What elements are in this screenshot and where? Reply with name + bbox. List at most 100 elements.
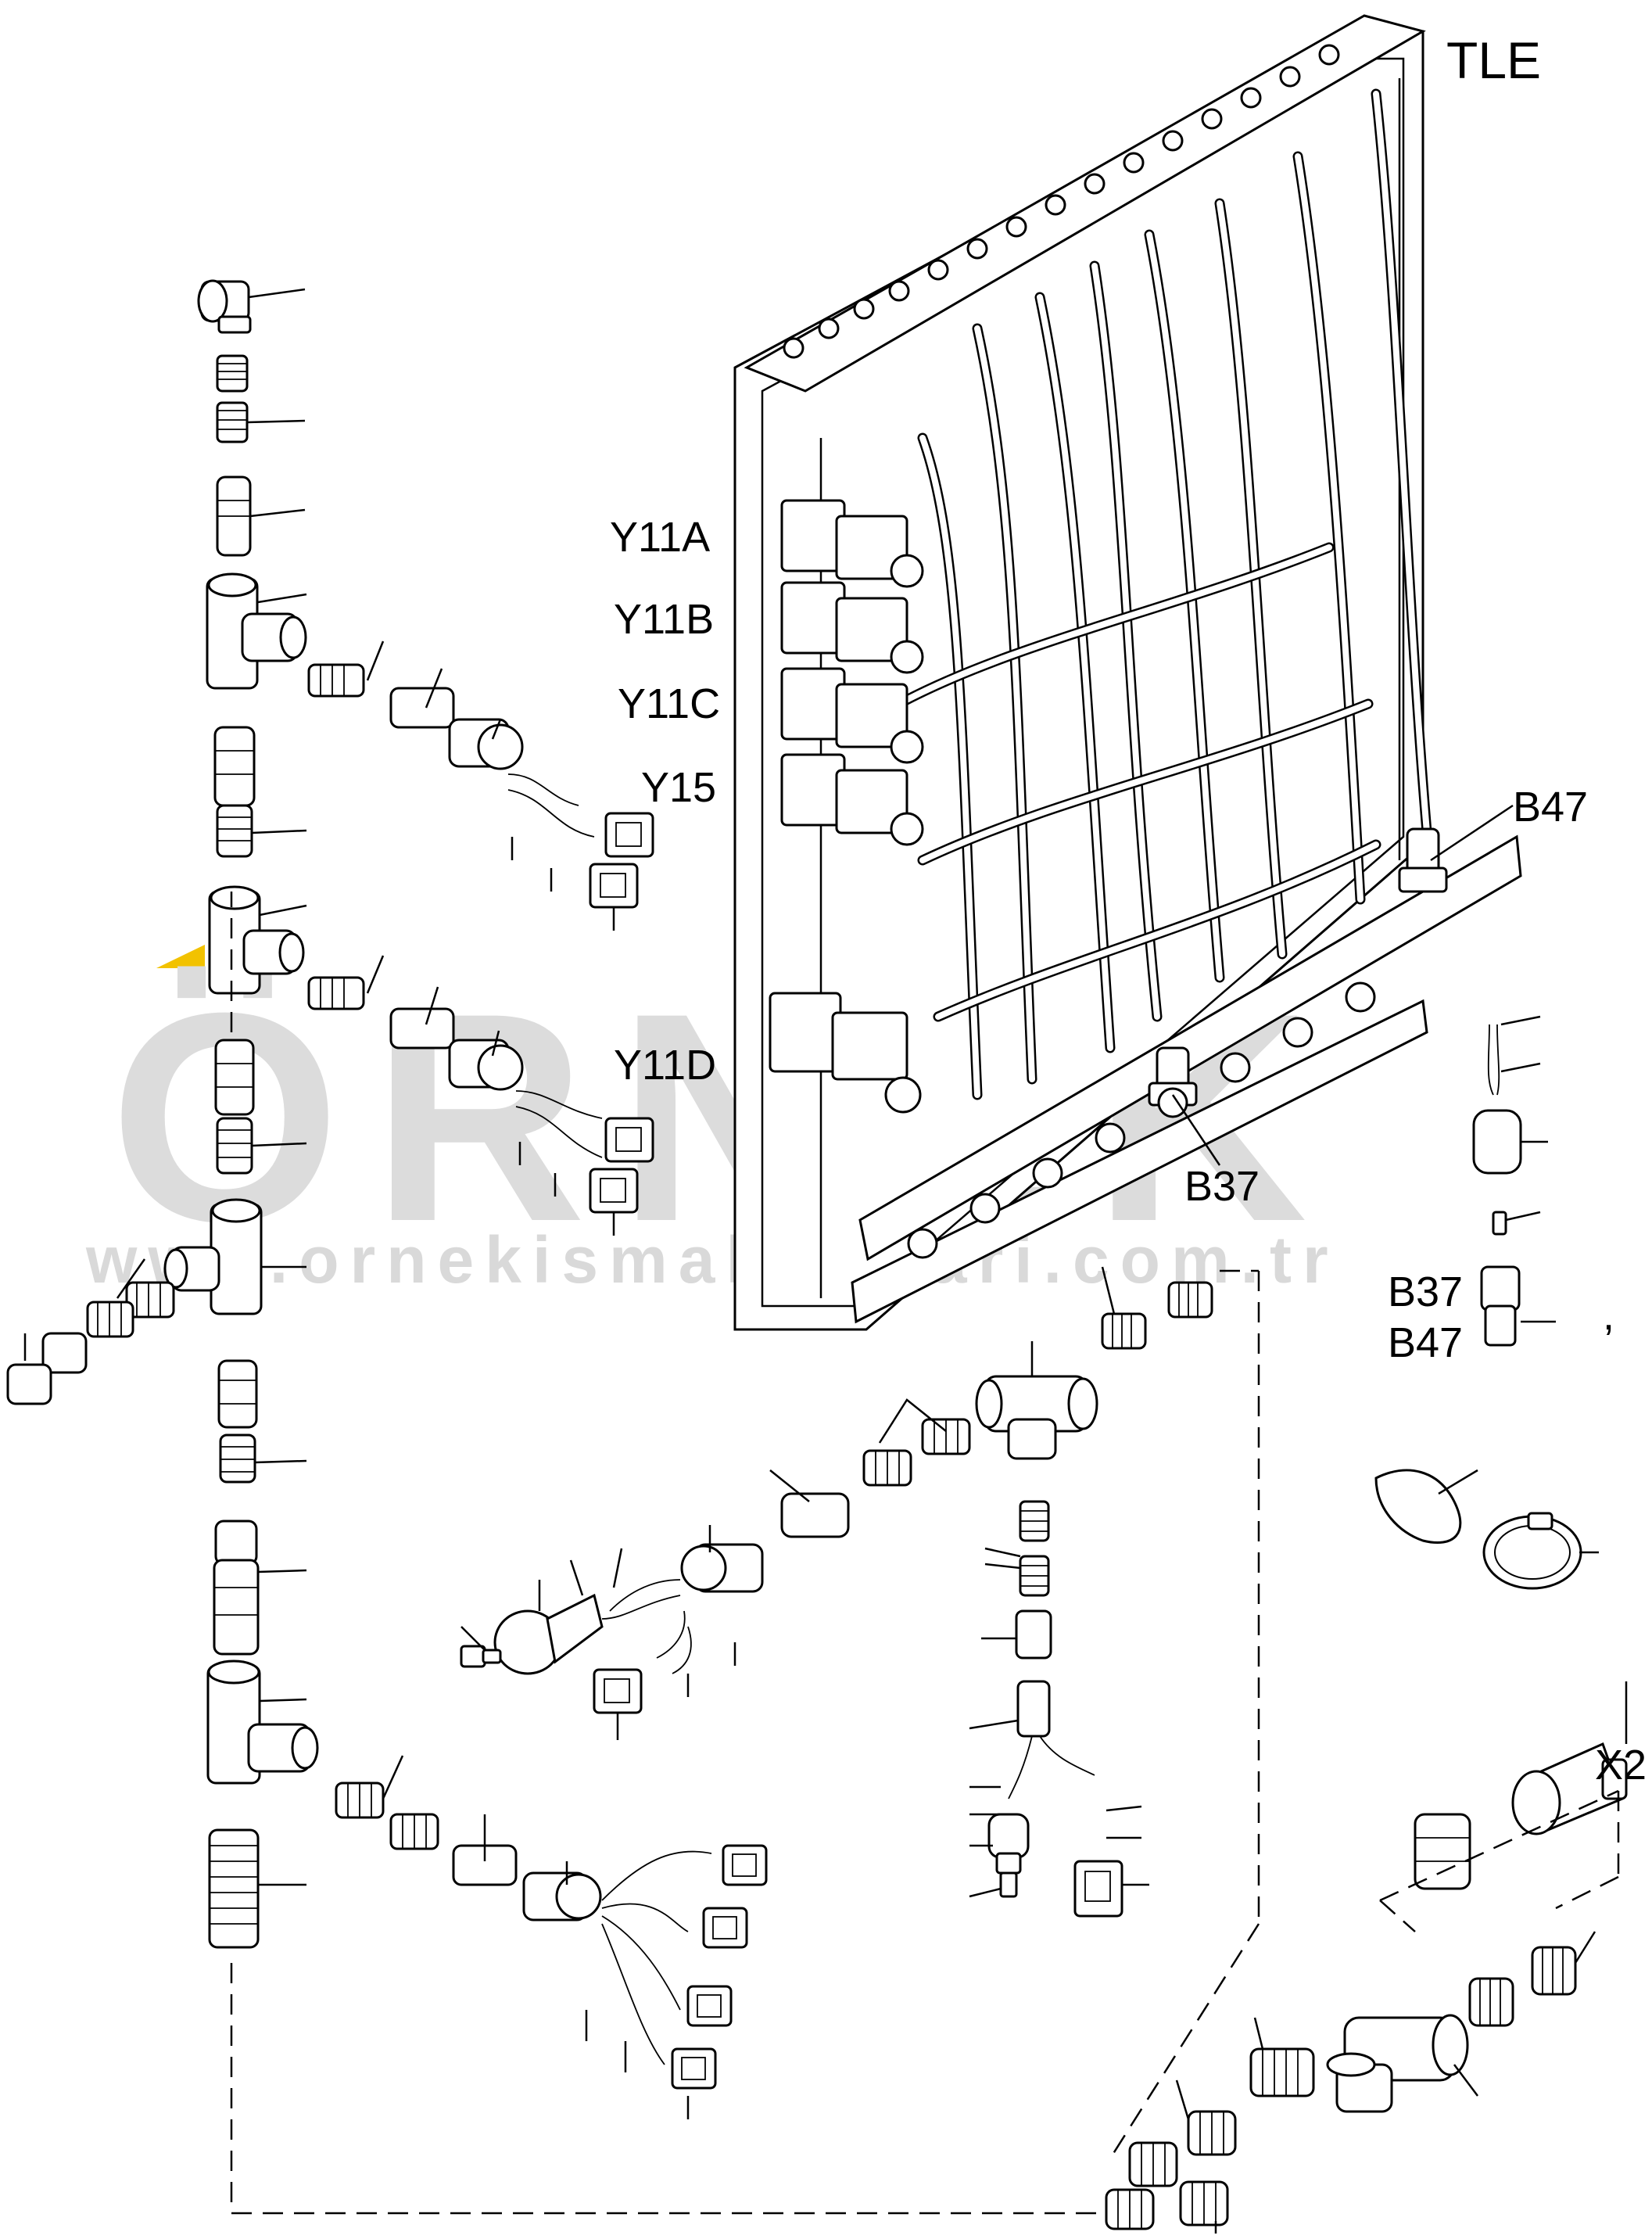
connector-label-x2: X2	[1595, 1742, 1647, 1789]
spring-fitting[interactable]	[389, 1813, 439, 1850]
inset-label-b37: B37	[1388, 1268, 1463, 1315]
solenoid-valve-y11c[interactable]	[780, 667, 924, 764]
spring-fitting[interactable]	[862, 1449, 912, 1487]
spring-fitting[interactable]	[86, 1301, 134, 1338]
pressure-sensor[interactable]	[987, 1813, 1030, 1898]
connector-plug[interactable]	[593, 1668, 643, 1714]
spring-fitting[interactable]	[1531, 1946, 1577, 1996]
tee-fitting[interactable]	[1326, 2014, 1469, 2113]
x2-connector-assembly	[1105, 1681, 1628, 2234]
nut-fitting[interactable]	[680, 1543, 764, 1593]
spring-fitting[interactable]	[216, 401, 249, 443]
tee-fitting[interactable]	[975, 1375, 1098, 1460]
valve-label-y11a: Y11A	[610, 514, 710, 561]
spring-fitting[interactable]	[1019, 1555, 1050, 1597]
sensor-boot[interactable]	[1472, 1109, 1522, 1175]
nut-fitting[interactable]	[448, 718, 524, 770]
sleeve-fitting[interactable]	[214, 1520, 258, 1566]
pneumatic-tubing	[894, 88, 1436, 1100]
union-fitting[interactable]	[389, 687, 455, 729]
left-fitting-stack	[6, 279, 1110, 2215]
long-sleeve-fitting[interactable]	[213, 1559, 260, 1656]
bulkhead-connector-x2[interactable]	[1511, 1742, 1628, 1835]
tee-fitting[interactable]	[163, 1198, 263, 1315]
protective-sleeve[interactable]	[1374, 1469, 1462, 1545]
spring-fitting[interactable]	[216, 1117, 253, 1175]
connector-plug[interactable]	[604, 1117, 654, 1163]
connector-plug[interactable]	[671, 2047, 717, 2090]
spring-fitting[interactable]	[307, 976, 365, 1010]
nut-fitting[interactable]	[1016, 1680, 1051, 1738]
spring-fitting[interactable]	[1128, 2141, 1178, 2187]
top-rail-bolts	[783, 44, 1340, 359]
connector-plug[interactable]	[604, 812, 654, 858]
spring-fitting[interactable]	[1468, 1977, 1514, 2027]
spring-fitting[interactable]	[1167, 1281, 1213, 1319]
sleeve-fitting[interactable]	[216, 475, 252, 557]
spring-fitting[interactable]	[125, 1281, 175, 1319]
connector-plug[interactable]	[589, 1168, 639, 1214]
valve-label-y15: Y15	[641, 764, 716, 811]
pressure-sensor-b47[interactable]	[1398, 827, 1448, 893]
terminal-pin[interactable]	[1492, 1211, 1507, 1236]
union-fitting[interactable]	[1015, 1609, 1052, 1660]
tee-fitting[interactable]	[206, 1660, 319, 1785]
branch-upper	[307, 640, 654, 931]
union-fitting[interactable]	[41, 1332, 88, 1374]
nut-fitting[interactable]	[522, 1871, 602, 1921]
connector-plug[interactable]	[1073, 1860, 1123, 1918]
spring-fitting[interactable]	[335, 1782, 385, 1819]
solenoid-valve-y11d[interactable]	[769, 992, 922, 1114]
sleeve-fitting[interactable]	[217, 1359, 258, 1429]
solenoid-valve-y11b[interactable]	[780, 581, 924, 674]
solenoid-valve-y15[interactable]	[780, 753, 924, 846]
valve-label-y11b: Y11B	[614, 596, 714, 643]
spring-fitting[interactable]	[216, 804, 253, 858]
connector-plug[interactable]	[589, 863, 639, 909]
center-tee-assembly	[460, 1266, 1260, 2159]
connector-plug[interactable]	[686, 1985, 733, 2027]
watermark-accent-mark	[156, 945, 205, 968]
nut-fitting[interactable]	[6, 1363, 52, 1405]
spring-fitting[interactable]	[1019, 1500, 1050, 1542]
stray-mark: ,	[1603, 1292, 1614, 1339]
tee-fitting[interactable]	[206, 572, 307, 690]
sensor-label-b37: B37	[1184, 1163, 1260, 1210]
union-fitting[interactable]	[1414, 1813, 1471, 1890]
spring-fitting[interactable]	[1187, 2110, 1237, 2156]
nut-fitting[interactable]	[448, 1039, 524, 1091]
sensor-boot[interactable]	[493, 1593, 604, 1675]
spring-fitting[interactable]	[1101, 1312, 1147, 1350]
solenoid-valve-y11a[interactable]	[780, 499, 924, 588]
valve-label-y11c: Y11C	[618, 680, 720, 727]
union-fitting[interactable]	[780, 1492, 850, 1538]
spring-fitting[interactable]	[216, 354, 249, 393]
spring-fitting[interactable]	[219, 1433, 256, 1484]
callout-labels: TLE Y11A Y11B Y11C Y15 Y11D B47 B37 B37 …	[610, 31, 1647, 1789]
manifold-fittings	[907, 981, 1376, 1259]
spring-fitting[interactable]	[1105, 2188, 1155, 2230]
spring-fitting[interactable]	[1179, 2180, 1229, 2226]
spring-fitting[interactable]	[307, 663, 365, 698]
sensor-label-b47: B47	[1513, 784, 1588, 831]
tee-fitting[interactable]	[208, 885, 305, 995]
valve-label-y11d: Y11D	[614, 1042, 716, 1089]
connector-plug[interactable]	[722, 1844, 768, 1886]
pressure-switch[interactable]	[1480, 1265, 1521, 1347]
inset-label-b47: B47	[1388, 1319, 1463, 1366]
hose-clamp[interactable]	[1482, 1512, 1582, 1590]
corrugated-sleeve[interactable]	[208, 1828, 260, 1949]
spring-fitting[interactable]	[921, 1418, 971, 1455]
label-leaders	[1171, 804, 1514, 1166]
sleeve-fitting[interactable]	[213, 726, 256, 807]
terminal-pin[interactable]	[460, 1645, 502, 1668]
elbow-fitting[interactable]	[197, 279, 252, 334]
sensor-inset	[1374, 1015, 1599, 1590]
sleeve-fitting[interactable]	[214, 1039, 255, 1116]
long-spring-fitting[interactable]	[1249, 2047, 1315, 2097]
branch-middle	[307, 955, 654, 1236]
union-fitting[interactable]	[389, 1007, 455, 1050]
connector-plug[interactable]	[702, 1907, 748, 1949]
